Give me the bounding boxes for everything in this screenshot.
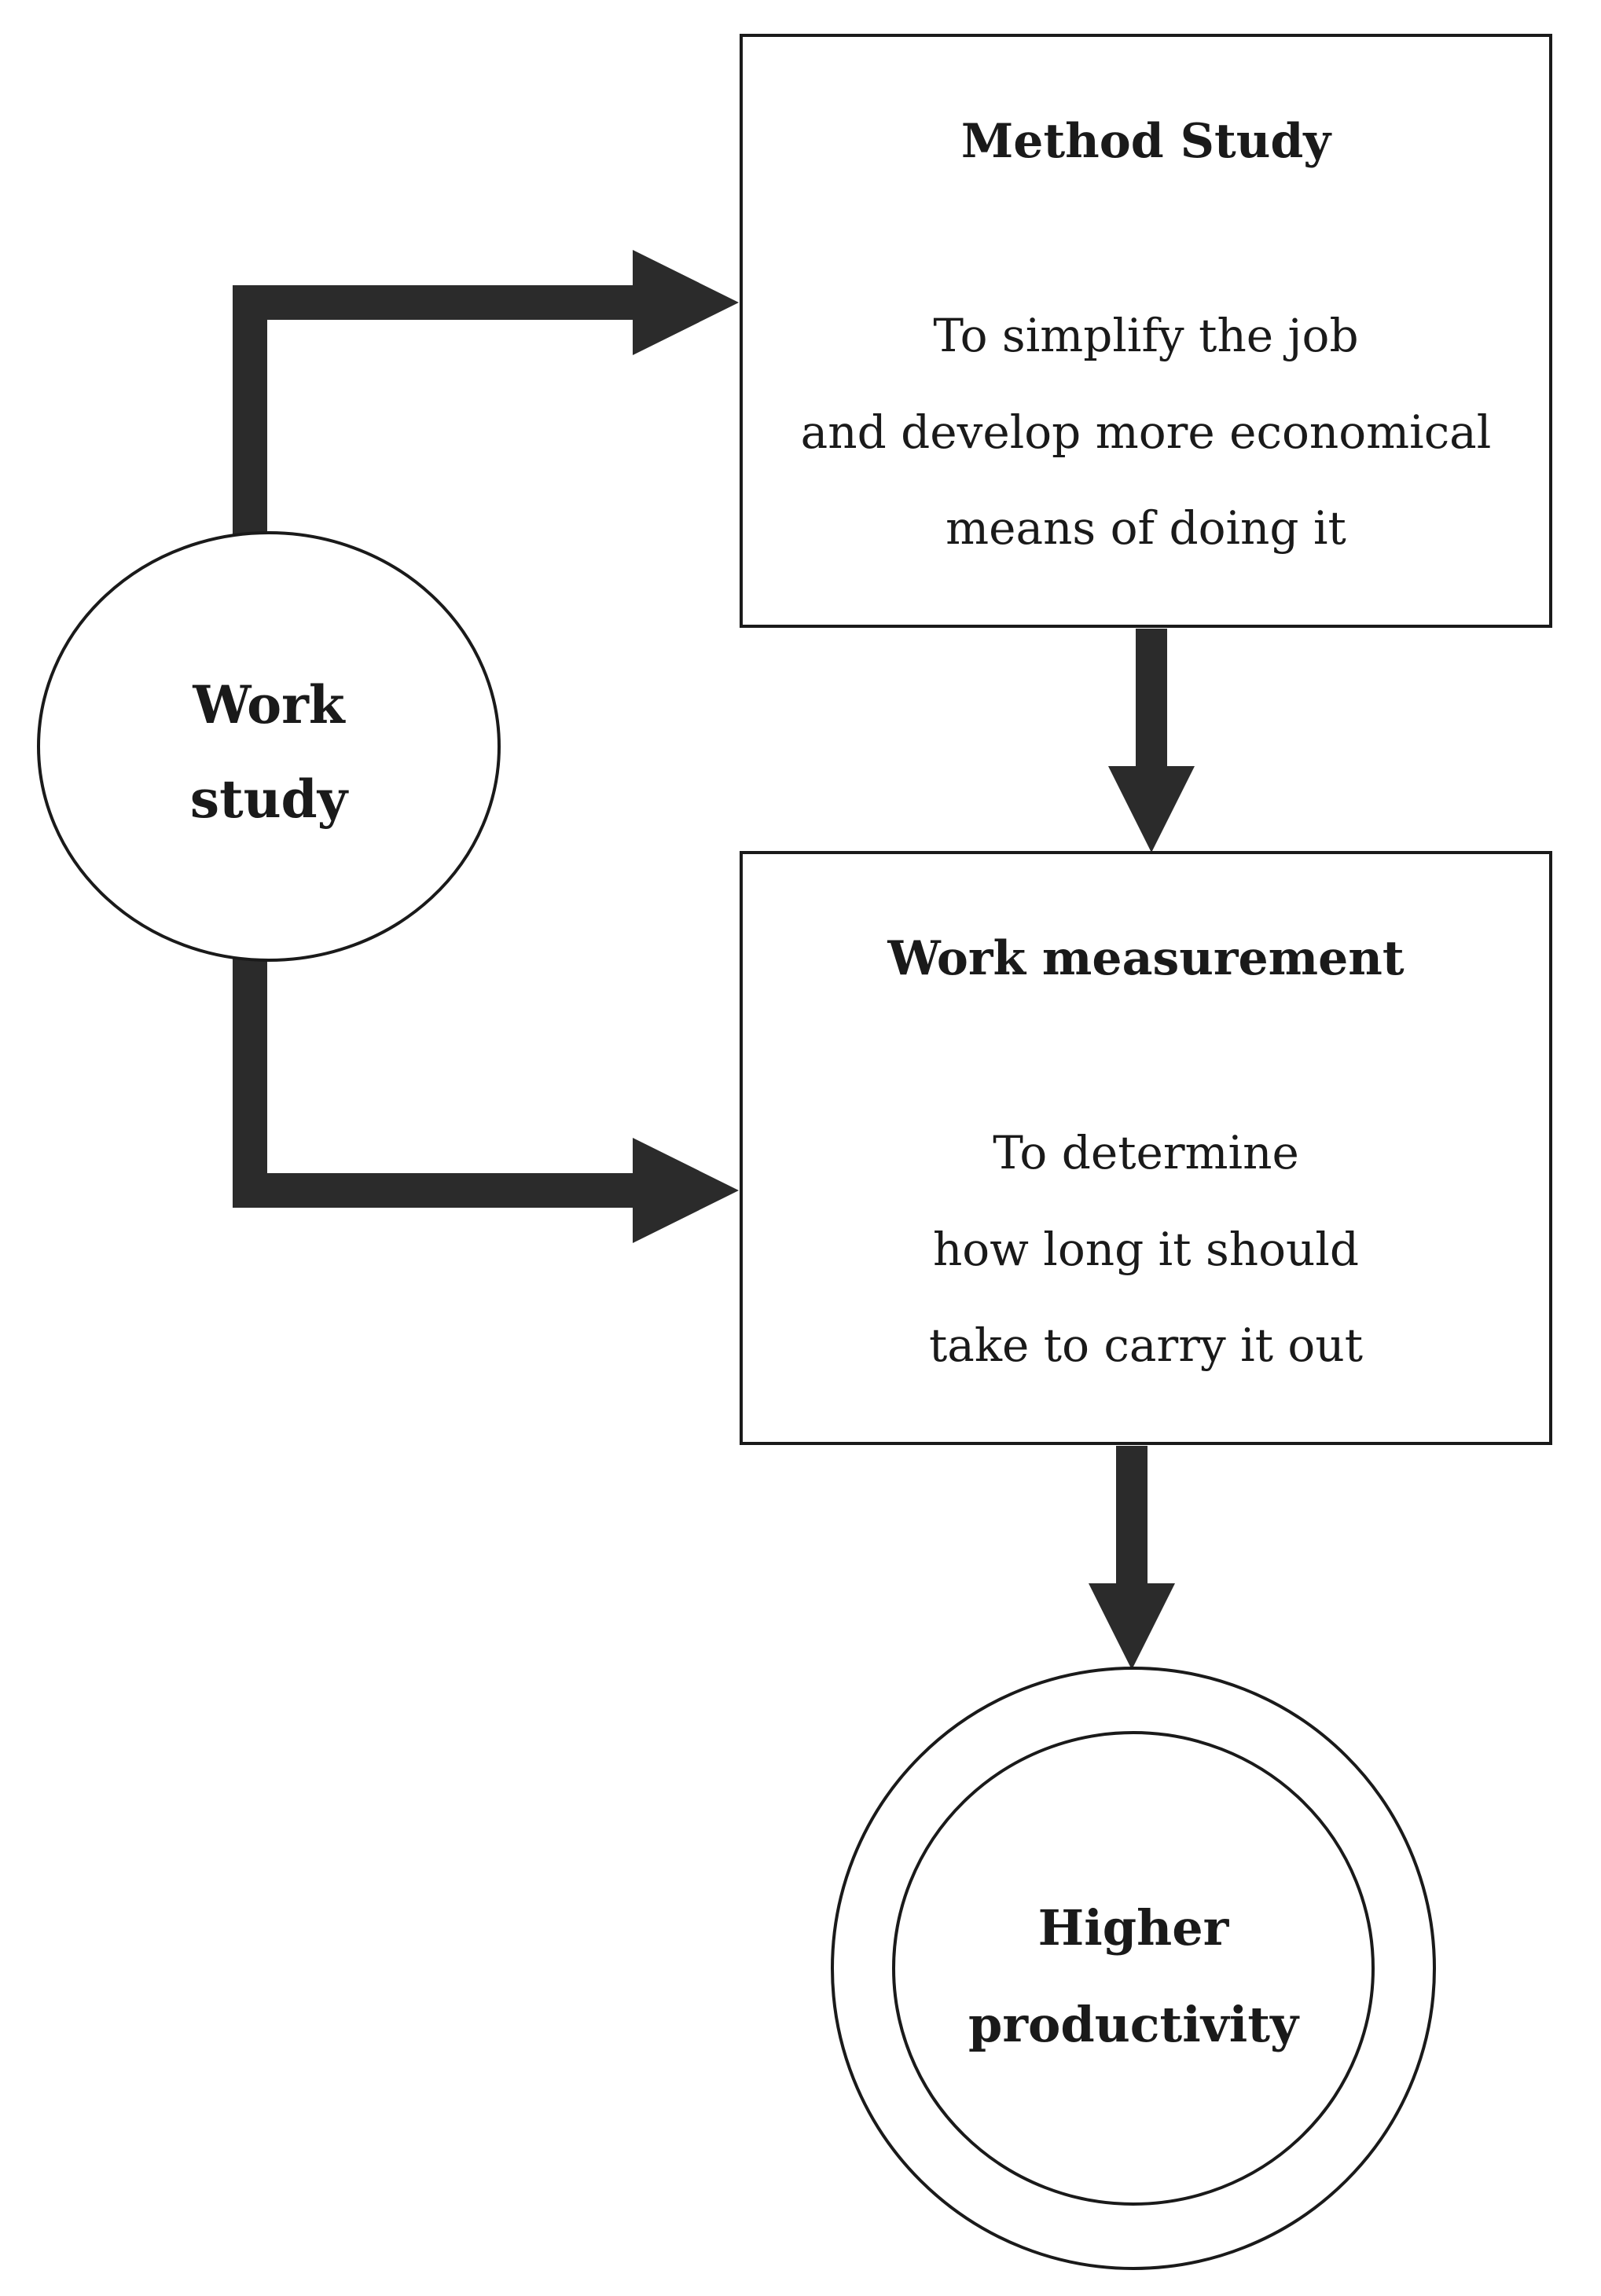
work-measurement-desc-line3: take to carry it out bbox=[929, 1319, 1363, 1372]
arrow-work-measurement-to-higher-productivity bbox=[1089, 1446, 1175, 1670]
method-study-desc-line2: and develop more economical bbox=[801, 405, 1492, 459]
work-measurement-box: Work measurement To determine how long i… bbox=[740, 851, 1552, 1445]
work-measurement-title: Work measurement bbox=[887, 931, 1405, 986]
method-study-desc-line3: means of doing it bbox=[946, 501, 1346, 555]
work-study-label-line2: study bbox=[190, 768, 349, 830]
arrow-method-study-to-work-measurement bbox=[1108, 629, 1195, 853]
method-study-title: Method Study bbox=[961, 114, 1332, 169]
arrow-work-study-to-method-study bbox=[233, 250, 739, 534]
work-measurement-desc-line2: how long it should bbox=[933, 1223, 1359, 1276]
work-study-label-line1: Work bbox=[192, 674, 346, 735]
work-measurement-desc-line1: To determine bbox=[993, 1126, 1299, 1179]
method-study-desc-line1: To simplify the job bbox=[933, 309, 1358, 362]
arrow-work-study-to-work-measurement bbox=[233, 957, 739, 1243]
work-study-node: Work study bbox=[37, 531, 501, 962]
higher-productivity-node: Higher productivity bbox=[831, 1667, 1436, 2270]
higher-productivity-label-line2: productivity bbox=[968, 1996, 1300, 2053]
method-study-box: Method Study To simplify the job and dev… bbox=[740, 34, 1552, 628]
higher-productivity-label-line1: Higher bbox=[1038, 1899, 1230, 1957]
